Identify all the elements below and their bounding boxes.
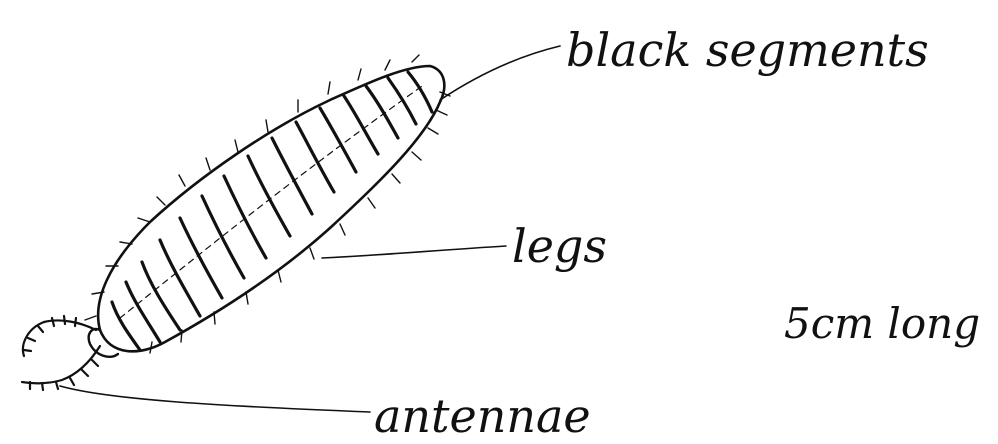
body-outline <box>98 66 444 351</box>
length-label: 5cm long <box>784 299 980 348</box>
segments-leader-line <box>440 46 560 100</box>
legs-leader-line <box>322 246 506 258</box>
body-midline <box>120 84 425 318</box>
antennae-illustration <box>22 316 100 390</box>
leader-lines <box>60 46 560 412</box>
antennae-label: antennae <box>374 389 591 443</box>
antennae-leader-line <box>60 386 370 412</box>
segments-label: black segments <box>566 23 929 77</box>
legs-label: legs <box>512 219 607 273</box>
creature-illustration <box>22 55 450 390</box>
creature-head <box>89 329 118 357</box>
